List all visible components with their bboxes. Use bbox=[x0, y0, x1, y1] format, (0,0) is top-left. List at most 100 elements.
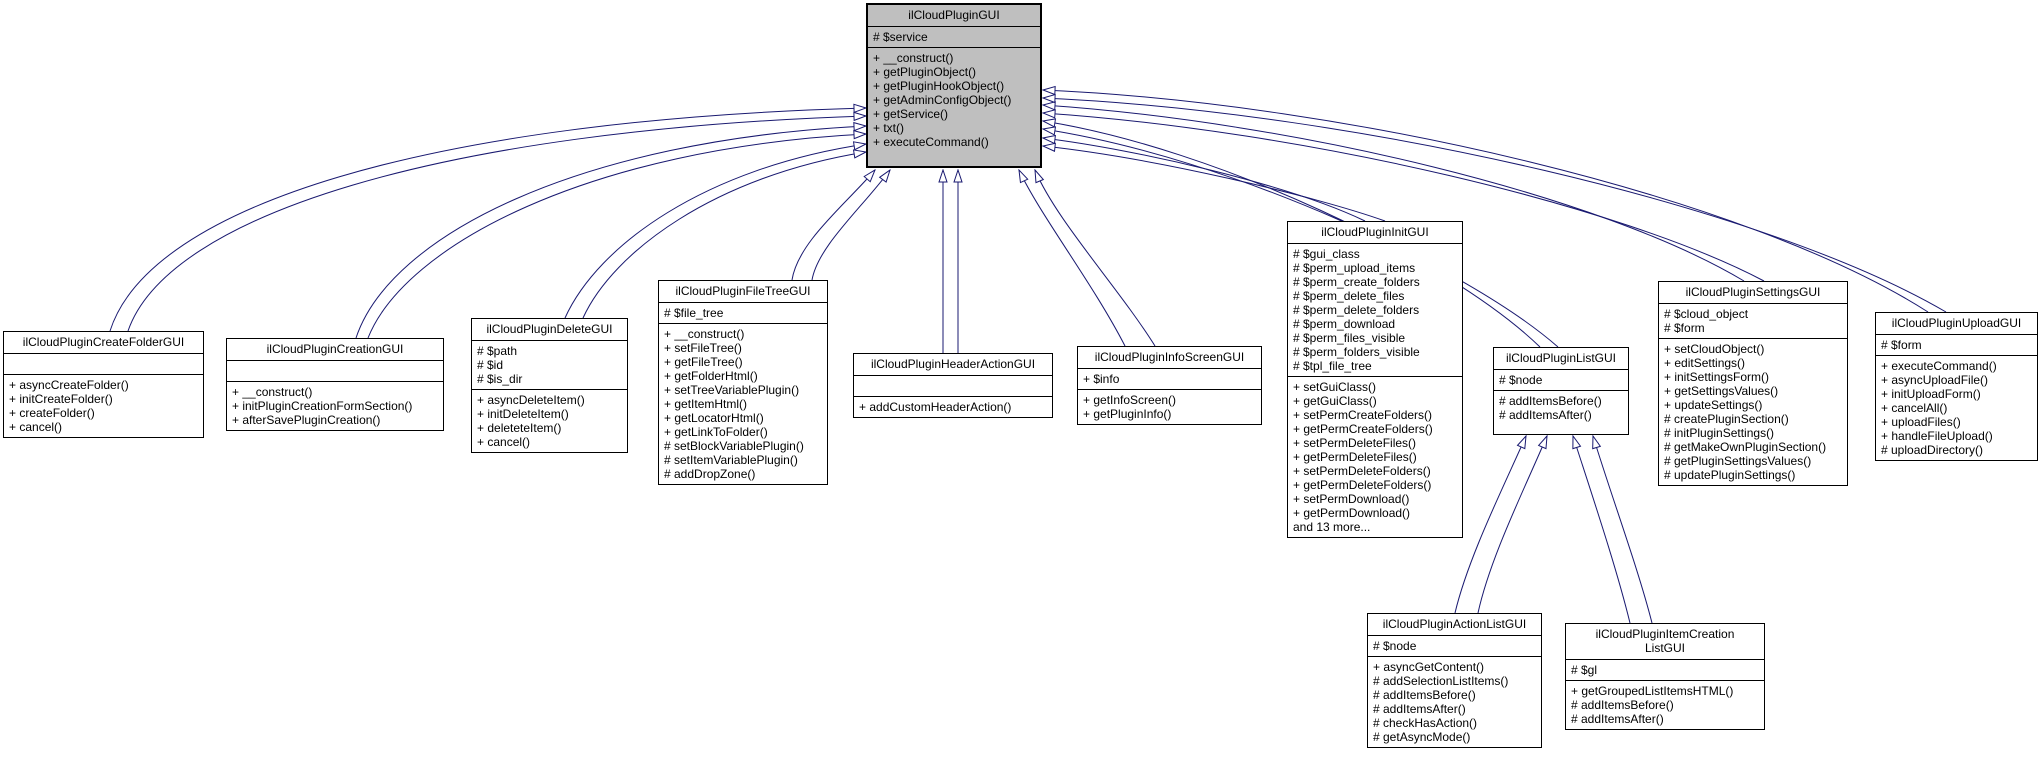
class-methods: # addItemsBefore()# addItemsAfter() bbox=[1494, 391, 1628, 425]
member-row: + initUploadForm() bbox=[1881, 387, 1981, 401]
class-methods: + setGuiClass()+ getGuiClass()+ setPermC… bbox=[1288, 377, 1462, 537]
member-row: # addItemsAfter() bbox=[1571, 712, 1664, 726]
member-row: + getPluginInfo() bbox=[1083, 407, 1172, 421]
member-row: # $gui_class bbox=[1293, 247, 1360, 261]
member-row: + getPluginObject() bbox=[873, 65, 977, 79]
member-row: + asyncDeleteItem() bbox=[477, 393, 585, 407]
member-row: + getItemHtml() bbox=[664, 397, 748, 411]
class-attributes: # $path# $id# $is_dir bbox=[472, 341, 627, 390]
class-attributes: + $info bbox=[1078, 369, 1261, 390]
class-attributes: # $node bbox=[1494, 370, 1628, 391]
member-row: # $is_dir bbox=[477, 372, 523, 386]
member-row: # $perm_files_visible bbox=[1293, 331, 1406, 345]
member-row: + getFolderHtml() bbox=[664, 369, 758, 383]
member-row: # getMakeOwnPluginSection() bbox=[1664, 440, 1827, 454]
member-row: + setPermDeleteFiles() bbox=[1293, 436, 1417, 450]
member-row: # createPluginSection() bbox=[1664, 412, 1789, 426]
class-box-ilcloudplugindeletegui[interactable]: ilCloudPluginDeleteGUI # $path# $id# $is… bbox=[471, 318, 628, 453]
member-row: + getPluginHookObject() bbox=[873, 79, 1005, 93]
member-row: # checkHasAction() bbox=[1373, 716, 1478, 730]
member-row: + executeCommand() bbox=[1881, 359, 1997, 373]
member-row: + executeCommand() bbox=[873, 135, 989, 149]
member-row: + editSettings() bbox=[1664, 356, 1746, 370]
class-attributes: # $gl bbox=[1566, 660, 1764, 681]
member-row: + asyncGetContent() bbox=[1373, 660, 1485, 674]
member-row: + setTreeVariablePlugin() bbox=[664, 383, 800, 397]
member-row: # $perm_delete_folders bbox=[1293, 303, 1420, 317]
inheritance-arrow bbox=[1019, 170, 1126, 347]
class-methods: + executeCommand()+ asyncUploadFile()+ i… bbox=[1876, 356, 2037, 460]
inheritance-arrow bbox=[1043, 98, 1947, 313]
member-row: # $perm_create_folders bbox=[1293, 275, 1420, 289]
member-row: + setGuiClass() bbox=[1293, 380, 1377, 394]
member-row: + setPermCreateFolders() bbox=[1293, 408, 1433, 422]
member-row: + createFolder() bbox=[9, 406, 95, 420]
class-methods: + asyncCreateFolder()+ initCreateFolder(… bbox=[4, 375, 203, 437]
member-row: + getPermDownload() bbox=[1293, 506, 1411, 520]
member-row: + setFileTree() bbox=[664, 341, 742, 355]
class-box-ilcloudplugininitgui[interactable]: ilCloudPluginInitGUI # $gui_class# $perm… bbox=[1287, 221, 1463, 538]
member-row: + cancel() bbox=[9, 420, 63, 434]
member-row: # $path bbox=[477, 344, 518, 358]
member-row: # updatePluginSettings() bbox=[1664, 468, 1796, 482]
member-row: # addItemsBefore() bbox=[1571, 698, 1674, 712]
member-row: # addDropZone() bbox=[664, 467, 756, 481]
member-row: # $node bbox=[1499, 373, 1543, 387]
class-attributes: # $form bbox=[1876, 335, 2037, 356]
class-box-ilcloudpluginitemcreationlistgui[interactable]: ilCloudPluginItemCreation ListGUI # $gl … bbox=[1565, 623, 1765, 730]
member-row: + asyncCreateFolder() bbox=[9, 378, 129, 392]
class-attributes bbox=[4, 354, 203, 375]
class-box-ilcloudpluginfiletreegui[interactable]: ilCloudPluginFileTreeGUI # $file_tree + … bbox=[658, 280, 828, 485]
member-row: + getFileTree() bbox=[664, 355, 743, 369]
class-attributes bbox=[227, 361, 443, 382]
class-title: ilCloudPluginHeaderActionGUI bbox=[854, 354, 1052, 376]
member-row: # $gl bbox=[1571, 663, 1598, 677]
class-box-ilcloudpluginlistgui[interactable]: ilCloudPluginListGUI # $node # addItemsB… bbox=[1493, 347, 1629, 435]
member-row: # $perm_download bbox=[1293, 317, 1396, 331]
class-box-ilcloudpluginactionlistgui[interactable]: ilCloudPluginActionListGUI # $node + asy… bbox=[1367, 613, 1542, 748]
member-row: + asyncUploadFile() bbox=[1881, 373, 1989, 387]
member-row: + initCreateFolder() bbox=[9, 392, 113, 406]
member-row: + getLinkToFolder() bbox=[664, 425, 768, 439]
class-box-ilcloudpluginsettingsgui[interactable]: ilCloudPluginSettingsGUI # $cloud_object… bbox=[1658, 281, 1848, 486]
member-row: # $cloud_object bbox=[1664, 307, 1749, 321]
inheritance-arrow bbox=[1043, 90, 1929, 313]
class-methods: + getGroupedListItemsHTML()# addItemsBef… bbox=[1566, 681, 1764, 729]
member-row: # $node bbox=[1373, 639, 1417, 653]
class-title: ilCloudPluginCreationGUI bbox=[227, 339, 443, 361]
class-box-ilcloudpluginheaderactiongui[interactable]: ilCloudPluginHeaderActionGUI + addCustom… bbox=[853, 353, 1053, 418]
member-row: # $id bbox=[477, 358, 504, 372]
member-row: # addItemsAfter() bbox=[1373, 702, 1466, 716]
class-box-ilcloudplugininfoscreengui[interactable]: ilCloudPluginInfoScreenGUI + $info + get… bbox=[1077, 346, 1262, 425]
class-methods: + addCustomHeaderAction() bbox=[854, 397, 1052, 417]
member-row: # getPluginSettingsValues() bbox=[1664, 454, 1812, 468]
class-attributes: # $cloud_object# $form bbox=[1659, 304, 1847, 339]
member-row: + initDeleteItem() bbox=[477, 407, 569, 421]
member-row: + getPermDeleteFiles() bbox=[1293, 450, 1417, 464]
member-row: # $perm_delete_files bbox=[1293, 289, 1405, 303]
member-row: # setBlockVariablePlugin() bbox=[664, 439, 804, 453]
class-attributes: # $service bbox=[868, 27, 1040, 48]
member-row: + cancelAll() bbox=[1881, 401, 1948, 415]
member-row: + afterSavePluginCreation() bbox=[232, 413, 381, 427]
member-row: # $form bbox=[1664, 321, 1705, 335]
member-row: # $service bbox=[873, 30, 928, 44]
inheritance-arrow bbox=[1043, 146, 1386, 222]
member-row: + getGuiClass() bbox=[1293, 394, 1377, 408]
class-title: ilCloudPluginListGUI bbox=[1494, 348, 1628, 370]
member-row: # addItemsBefore() bbox=[1373, 688, 1476, 702]
class-box-ilcloudplugincreatefoldergui[interactable]: ilCloudPluginCreateFolderGUI + asyncCrea… bbox=[3, 331, 204, 438]
member-row: + cancel() bbox=[477, 435, 531, 449]
class-title: ilCloudPluginGUI bbox=[868, 5, 1040, 27]
class-box-ilcloudplugincreationgui[interactable]: ilCloudPluginCreationGUI + __construct()… bbox=[226, 338, 444, 431]
member-row: + getInfoScreen() bbox=[1083, 393, 1177, 407]
inheritance-arrow bbox=[1477, 436, 1547, 614]
class-box-ilcloudpluginuploadgui[interactable]: ilCloudPluginUploadGUI # $form + execute… bbox=[1875, 312, 2038, 461]
member-row: + initPluginCreationFormSection() bbox=[232, 399, 413, 413]
inheritance-arrow bbox=[1593, 436, 1653, 624]
class-methods: + getInfoScreen()+ getPluginInfo() bbox=[1078, 390, 1261, 424]
class-box-ilcloudplugingui[interactable]: ilCloudPluginGUI # $service + __construc… bbox=[866, 3, 1042, 168]
class-methods: + setCloudObject()+ editSettings()+ init… bbox=[1659, 339, 1847, 485]
inheritance-arrow bbox=[791, 170, 875, 281]
